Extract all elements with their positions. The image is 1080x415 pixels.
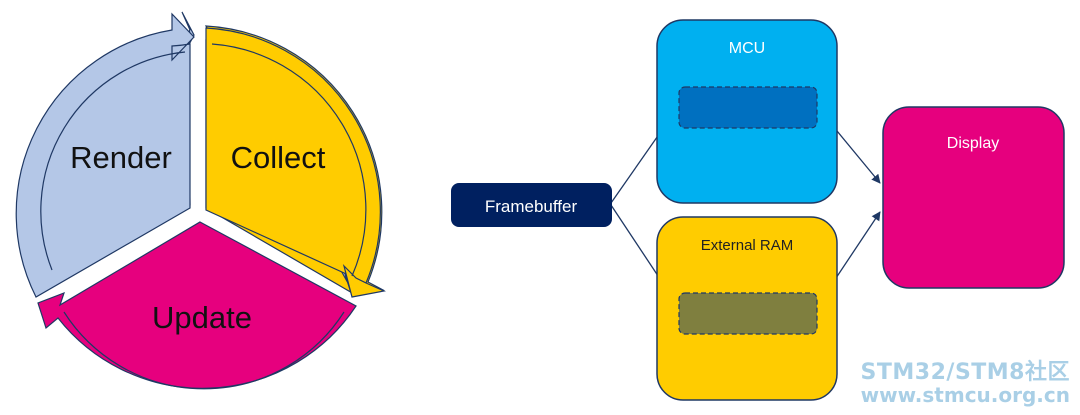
cycle-diagram: Render Collect Update xyxy=(15,11,387,390)
mcu-buffer-region xyxy=(678,86,818,129)
collect-arrow-tip xyxy=(342,264,387,298)
watermark-line-2: www.stmcu.org.cn xyxy=(860,383,1070,407)
render-inner-arc xyxy=(40,51,186,271)
update-inner-arc xyxy=(63,311,345,390)
collect-inner-arc xyxy=(211,43,367,277)
flow-diagram: Framebuffer MCU External RAM Display xyxy=(451,19,1065,401)
collect-label: Collect xyxy=(231,140,326,175)
framebuffer-label: Framebuffer xyxy=(485,197,578,216)
update-label: Update xyxy=(152,300,252,335)
display-box xyxy=(882,106,1065,289)
ram-buffer-region xyxy=(678,292,818,335)
mcu-label: MCU xyxy=(729,40,765,57)
watermark-line-1: STM32/STM8社区 xyxy=(860,360,1070,385)
collect-body xyxy=(205,27,381,284)
external-ram-label: External RAM xyxy=(701,237,794,254)
framebuffer-box xyxy=(451,183,612,227)
render-arc-body xyxy=(15,12,195,298)
display-label: Display xyxy=(947,135,999,152)
render-label: Render xyxy=(70,140,172,175)
